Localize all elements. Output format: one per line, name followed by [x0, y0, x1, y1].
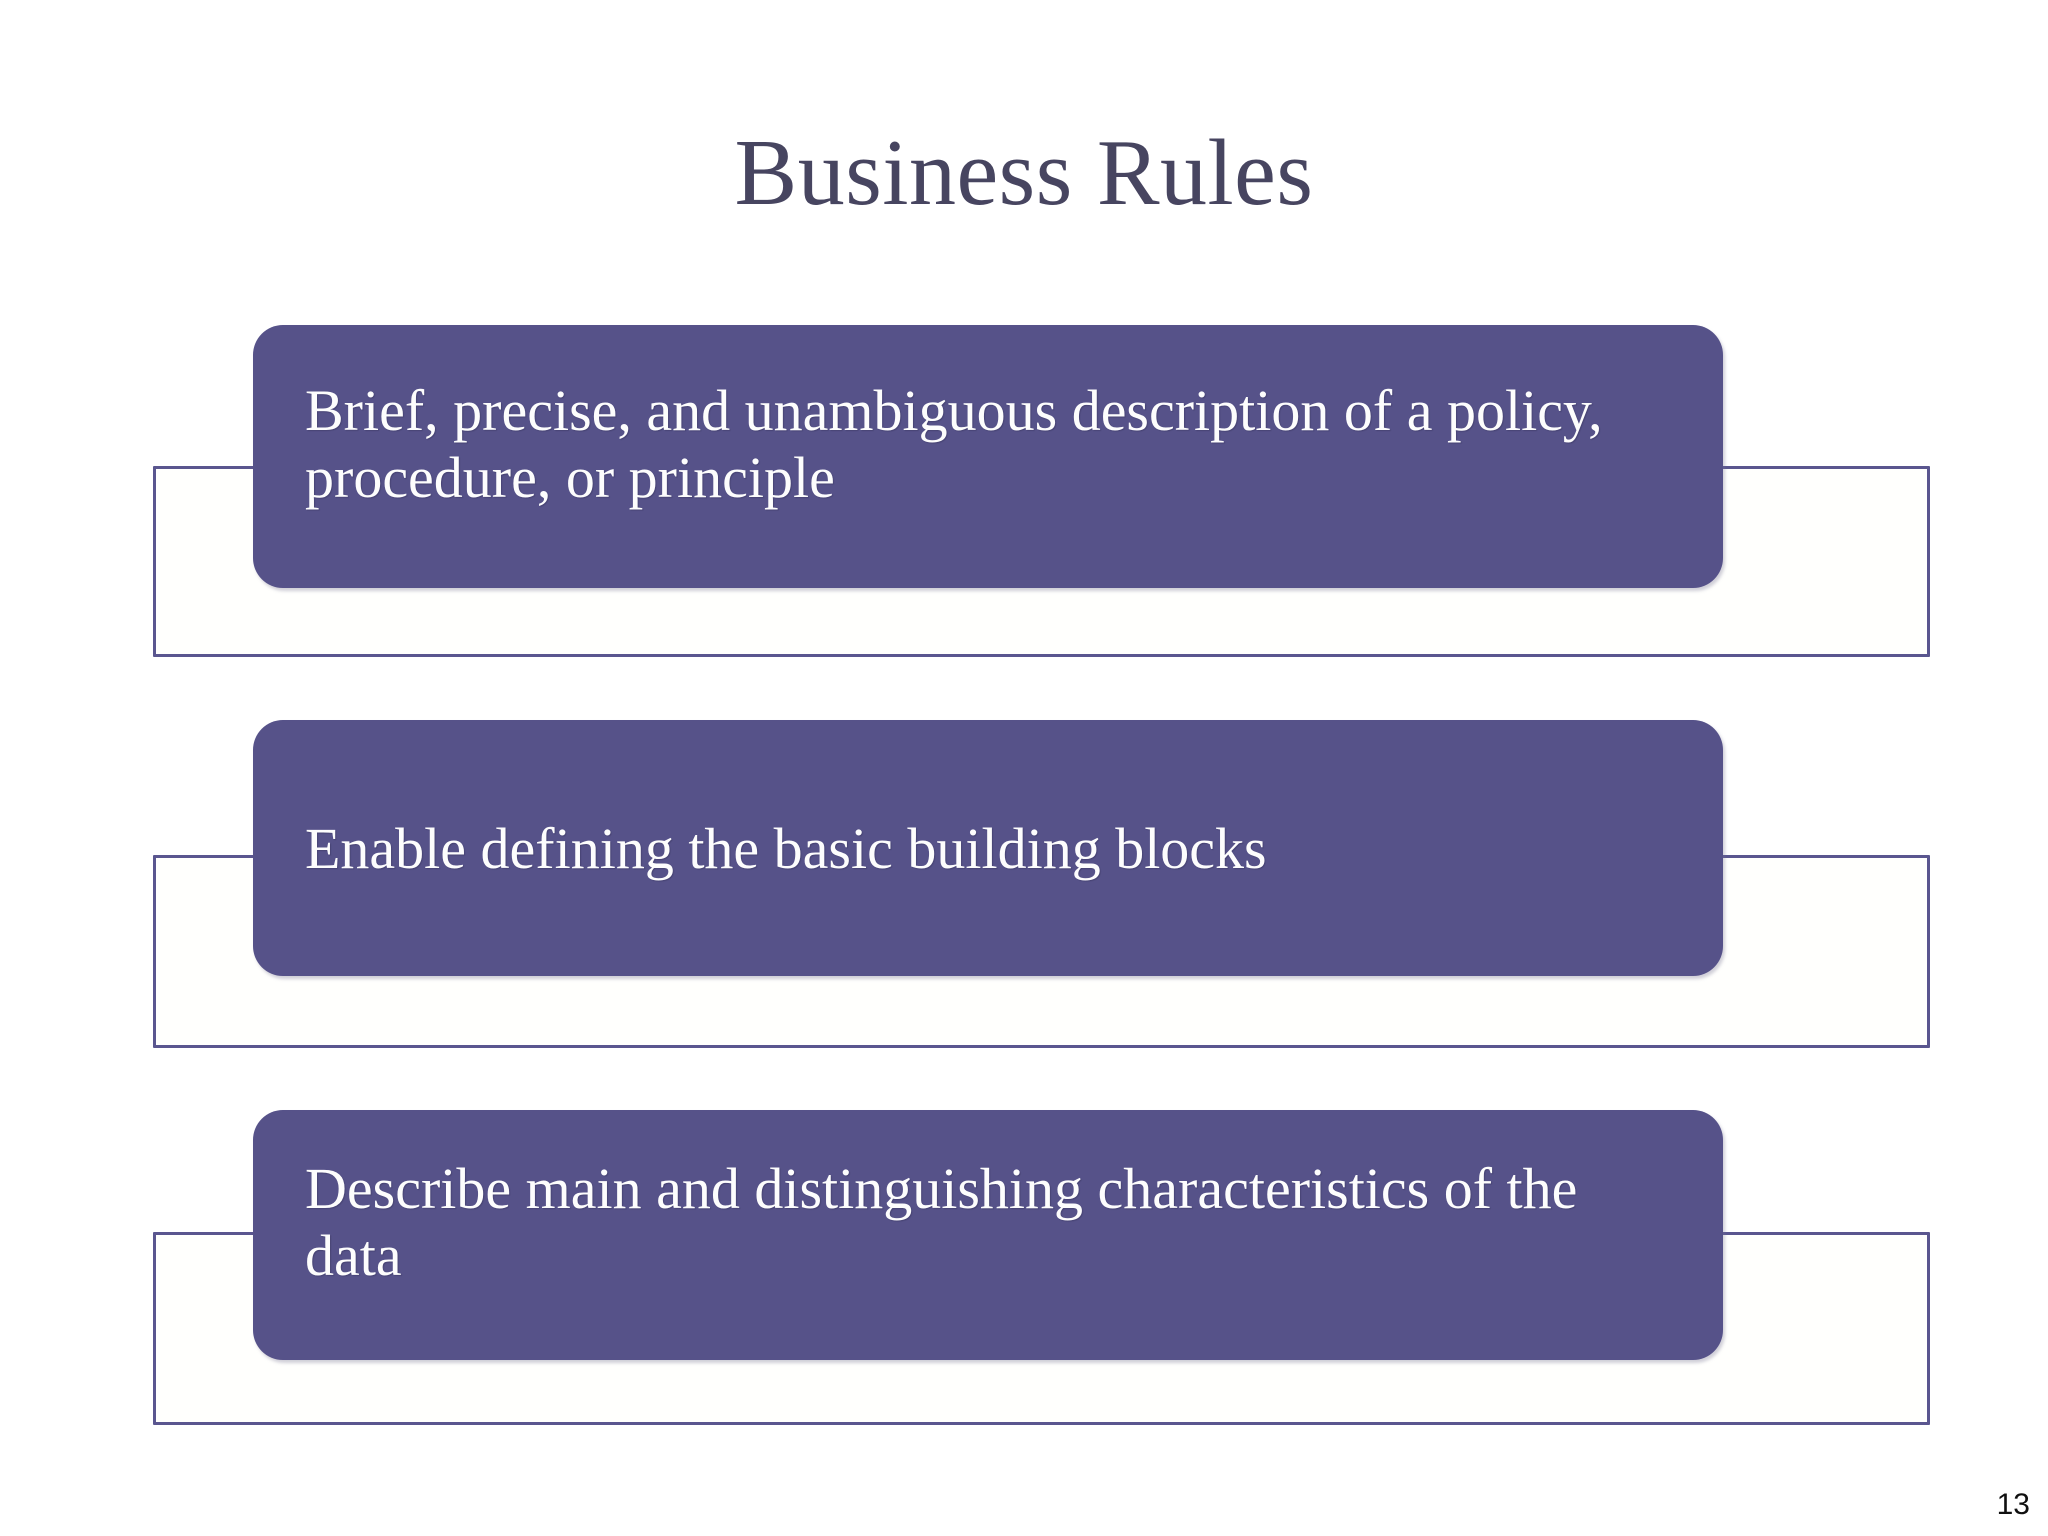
page-title: Business Rules — [734, 121, 1314, 225]
page-number: 13 — [1996, 1488, 2030, 1521]
rule-text-2: Enable defining the basic building block… — [305, 816, 1267, 881]
rule-text-1: Brief, precise, and unambiguous descript… — [305, 378, 1603, 511]
rule-fill-box-1[interactable]: Brief, precise, and unambiguous descript… — [253, 325, 1723, 588]
rule-fill-box-3[interactable]: Describe main and distinguishing charact… — [253, 1110, 1723, 1360]
rule-fill-box-2[interactable]: Enable defining the basic building block… — [253, 720, 1723, 976]
rule-text-3: Describe main and distinguishing charact… — [305, 1156, 1578, 1289]
